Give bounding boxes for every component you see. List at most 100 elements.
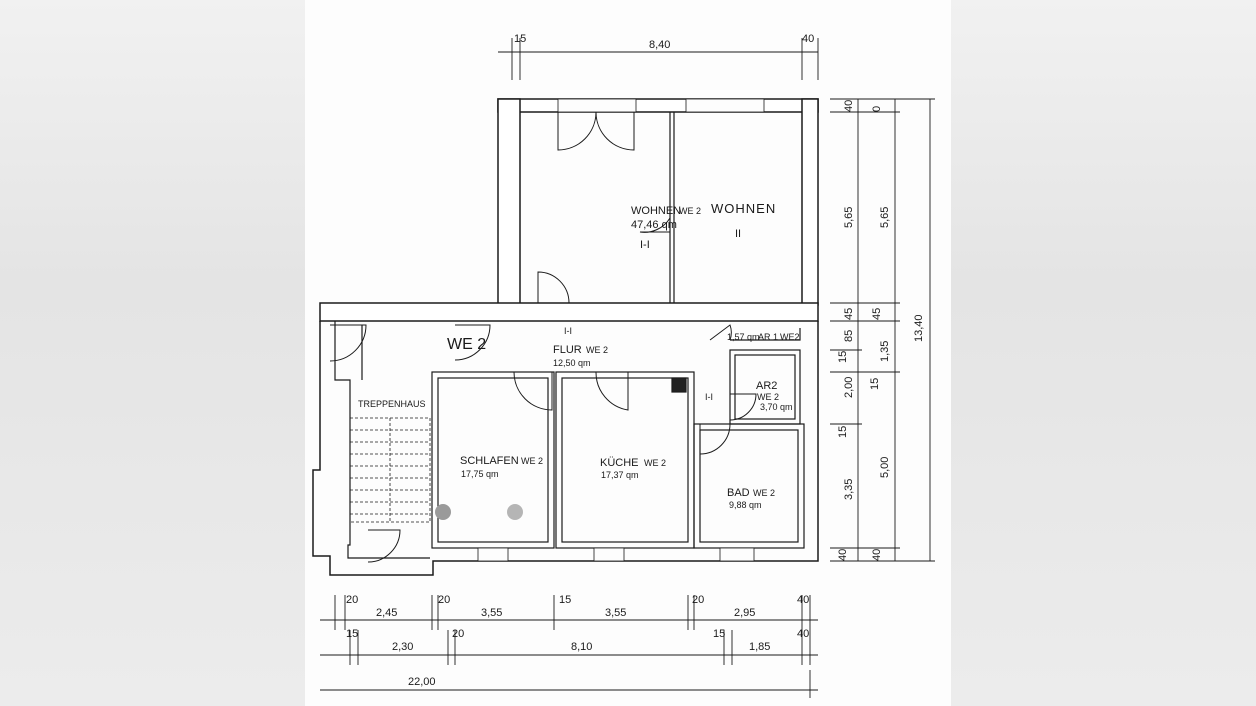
door-schlafen bbox=[513, 371, 553, 411]
dim-b1-0: 20 bbox=[346, 594, 358, 606]
outer-wall bbox=[312, 321, 819, 576]
dim-rm-3: 1,35 bbox=[879, 341, 891, 362]
dim-ri-0: 40 bbox=[843, 100, 855, 112]
kueche-label: KÜCHE bbox=[600, 457, 639, 469]
we2-label: WE 2 bbox=[447, 336, 486, 353]
dim-b1-6: 20 bbox=[692, 594, 704, 606]
dim-b1-8: 40 bbox=[797, 594, 809, 606]
floor-plan-sheet: WOHNEN WE 2 47,46 qm I-I WOHNEN II WE 2 … bbox=[305, 0, 951, 706]
door-ar2 bbox=[729, 393, 757, 421]
dim-b2-3: 8,10 bbox=[571, 641, 592, 653]
dim-rm-6: 40 bbox=[871, 549, 883, 561]
dim-rm-4: 15 bbox=[869, 378, 881, 390]
walls bbox=[312, 98, 819, 576]
wohnen-area: 47,46 qm bbox=[631, 219, 677, 231]
ar2-unit: WE 2 bbox=[757, 392, 779, 402]
dim-bottom-row1-texts: 20 2,45 20 3,55 15 3,55 20 2,95 40 bbox=[346, 594, 809, 619]
door-bad bbox=[699, 423, 731, 455]
dim-b2-6: 40 bbox=[797, 628, 809, 640]
dim-b2-0: 15 bbox=[346, 628, 358, 640]
dim-top-1: 8,40 bbox=[649, 39, 670, 51]
dim-b1-5: 3,55 bbox=[605, 607, 626, 619]
dim-ri-2: 45 bbox=[843, 308, 855, 320]
wall-left-wohnen bbox=[497, 98, 521, 306]
kueche-area: 17,37 qm bbox=[601, 470, 639, 480]
ar2-area: 3,70 qm bbox=[760, 402, 793, 412]
dim-b2-2: 20 bbox=[452, 628, 464, 640]
wall-top-wohnen bbox=[497, 98, 819, 113]
dim-ri-3: 85 bbox=[843, 330, 855, 342]
dim-rm-1: 5,65 bbox=[879, 207, 891, 228]
wohnen-unit: WE 2 bbox=[679, 206, 701, 216]
dim-b1-7: 2,95 bbox=[734, 607, 755, 619]
room-bad-inner bbox=[699, 429, 799, 543]
dim-bottom-row2-texts: 15 2,30 20 8,10 15 1,85 40 bbox=[346, 628, 809, 653]
bad-area: 9,88 qm bbox=[729, 500, 762, 510]
window-bottom-1 bbox=[477, 547, 509, 562]
dimension-lines bbox=[320, 38, 935, 698]
room-schlafen-inner bbox=[437, 377, 549, 543]
light-fixture-1 bbox=[435, 504, 451, 520]
dim-ri-1: 5,65 bbox=[843, 207, 855, 228]
wohnen-label: WOHNEN bbox=[631, 205, 681, 217]
door-flur bbox=[537, 271, 570, 304]
dim-ri-4: 15 bbox=[837, 351, 849, 363]
schlafen-area: 17,75 qm bbox=[461, 469, 499, 479]
dim-rm-0: 0 bbox=[871, 106, 883, 112]
flur-unit: WE 2 bbox=[586, 345, 608, 355]
wall-mid bbox=[319, 302, 819, 322]
window-bottom-2 bbox=[593, 547, 625, 562]
dim-top-0: 15 bbox=[514, 33, 526, 45]
door-wohnen-1 bbox=[557, 111, 597, 151]
stair-steps bbox=[349, 417, 431, 523]
ar1-unit: WE2 bbox=[780, 332, 800, 342]
ar2-label: AR2 bbox=[756, 380, 777, 392]
room-ar2 bbox=[729, 349, 801, 425]
dim-ri-5: 2,00 bbox=[843, 377, 855, 398]
flur-mark: I-I bbox=[564, 326, 572, 336]
room-kueche-inner bbox=[561, 377, 689, 543]
kueche-unit: WE 2 bbox=[644, 458, 666, 468]
room-ar2-inner bbox=[734, 354, 796, 420]
room-bad bbox=[693, 423, 805, 549]
dim-ri-8: 40 bbox=[837, 549, 849, 561]
bad-unit: WE 2 bbox=[753, 488, 775, 498]
kueche-mark: I-I bbox=[705, 392, 713, 402]
wohnen-mark: I-I bbox=[640, 239, 650, 251]
dim-b1-4: 15 bbox=[559, 594, 571, 606]
door-wohnen-2 bbox=[595, 111, 635, 151]
window-top-2 bbox=[685, 98, 765, 113]
door-ar1 bbox=[709, 324, 732, 341]
schlafen-label: SCHLAFEN bbox=[460, 455, 519, 467]
dim-ri-7: 3,35 bbox=[843, 479, 855, 500]
dim-b2-4: 15 bbox=[713, 628, 725, 640]
door-swings bbox=[329, 111, 757, 563]
left-background bbox=[0, 0, 305, 706]
window-bottom-3 bbox=[719, 547, 755, 562]
dim-top-2: 40 bbox=[802, 33, 814, 45]
schlafen-unit: WE 2 bbox=[521, 456, 543, 466]
flur-area: 12,50 qm bbox=[553, 358, 591, 368]
dim-right-middle-texts: 0 5,65 45 1,35 15 5,00 40 bbox=[869, 106, 891, 561]
dim-b2-1: 2,30 bbox=[392, 641, 413, 653]
dim-bottom-total: 22,00 bbox=[408, 676, 436, 688]
bad-label: BAD bbox=[727, 487, 750, 499]
dim-b2-5: 1,85 bbox=[749, 641, 770, 653]
wall-right-wohnen bbox=[801, 98, 819, 306]
door-stair-bottom bbox=[367, 529, 401, 563]
right-background bbox=[951, 0, 1256, 706]
dim-right-inner-texts: 40 5,65 45 85 15 2,00 15 3,35 40 bbox=[837, 100, 855, 561]
chimney bbox=[671, 377, 687, 393]
flur-label: FLUR bbox=[553, 344, 582, 356]
floor-plan-drawing: WOHNEN WE 2 47,46 qm I-I WOHNEN II WE 2 … bbox=[312, 33, 935, 698]
wohnen-hand-label: WOHNEN bbox=[711, 201, 776, 216]
stair-wall-inner bbox=[334, 321, 430, 559]
ar1-area: 1,57 qm bbox=[727, 332, 760, 342]
dim-rm-5: 5,00 bbox=[879, 457, 891, 478]
wohnen-hand-mark: II bbox=[735, 228, 741, 240]
treppenhaus-label: TREPPENHAUS bbox=[358, 399, 426, 409]
door-we2 bbox=[454, 324, 491, 361]
dim-ri-6: 15 bbox=[837, 426, 849, 438]
dim-b1-1: 2,45 bbox=[376, 607, 397, 619]
ar1-label: AR 1 bbox=[758, 332, 778, 342]
